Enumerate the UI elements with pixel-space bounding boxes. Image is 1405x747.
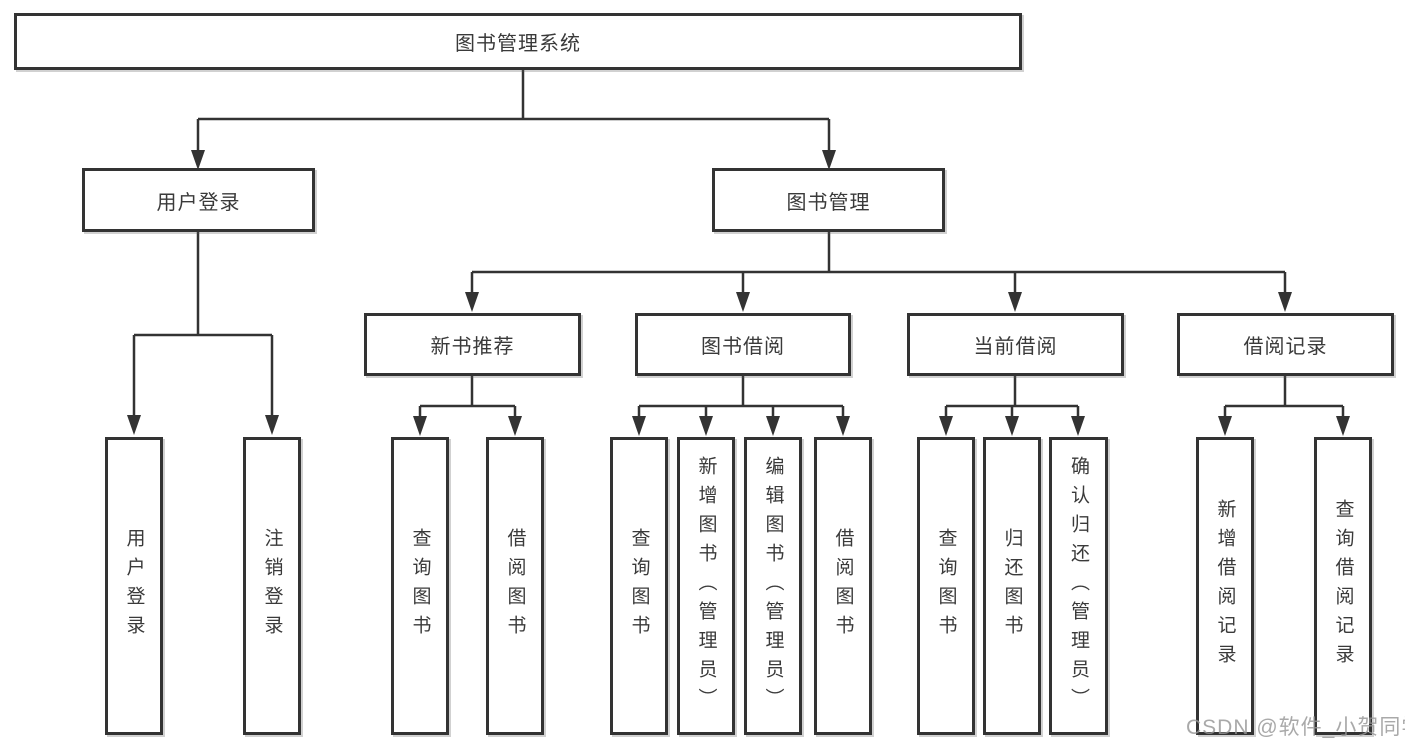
node-label: 归还图书 [1001, 528, 1023, 644]
node-leaf-edit-book-admin: 编辑图书（管理员） [744, 437, 802, 735]
arrow-down-icon [1071, 416, 1085, 436]
node-label: 查询借阅记录 [1332, 499, 1354, 673]
arrow-down-icon [836, 416, 850, 436]
node-leaf-query-books-borrow: 查询图书 [610, 437, 668, 735]
node-label: 借阅图书 [832, 528, 854, 644]
node-leaf-borrow-books: 借阅图书 [814, 437, 872, 735]
connector-newbook-to-leaves [418, 376, 517, 418]
node-label: 新增图书（管理员） [695, 455, 717, 717]
node-label: 借阅记录 [1243, 336, 1328, 358]
node-leaf-borrow-books-recommend: 借阅图书 [486, 437, 544, 735]
node-leaf-logout: 注销登录 [243, 437, 301, 735]
node-leaf-user-login: 用户登录 [105, 437, 163, 735]
node-label: 编辑图书（管理员） [762, 455, 784, 717]
connector-root-to-level2 [196, 70, 831, 152]
node-current-borrowing: 当前借阅 [907, 313, 1124, 376]
arrow-down-icon [1278, 292, 1292, 312]
arrow-down-icon [265, 415, 279, 435]
arrow-down-icon [766, 416, 780, 436]
node-label: 查询图书 [935, 528, 957, 644]
connector-bookborrow-to-leaves [637, 376, 845, 418]
node-label: 用户登录 [123, 528, 145, 644]
arrow-down-icon [1008, 292, 1022, 312]
node-label: 新增借阅记录 [1214, 499, 1236, 673]
node-library-management-system: 图书管理系统 [14, 13, 1022, 70]
node-leaf-add-book-admin: 新增图书（管理员） [677, 437, 735, 735]
arrow-down-icon [508, 416, 522, 436]
node-label: 查询图书 [409, 528, 431, 644]
arrow-down-icon [822, 150, 836, 170]
node-user-login-module: 用户登录 [82, 168, 315, 232]
node-borrowing-records: 借阅记录 [1177, 313, 1394, 376]
node-label: 图书管理系统 [455, 33, 581, 55]
node-leaf-query-books-recommend: 查询图书 [391, 437, 449, 735]
node-label: 图书管理 [786, 191, 871, 214]
connector-bookmgmt-to-level3 [470, 232, 1287, 294]
node-label: 当前借阅 [973, 336, 1058, 358]
connector-borrowrecord-to-leaves [1223, 376, 1345, 418]
connector-userlogin-to-leaves [132, 232, 274, 417]
arrow-down-icon [736, 292, 750, 312]
node-leaf-query-borrow-record: 查询借阅记录 [1314, 437, 1372, 735]
arrow-down-icon [939, 416, 953, 436]
arrow-down-icon [465, 292, 479, 312]
arrow-down-icon [1336, 416, 1350, 436]
arrow-down-icon [1005, 416, 1019, 436]
node-leaf-query-books-current: 查询图书 [917, 437, 975, 735]
node-label: 用户登录 [156, 191, 241, 214]
arrow-down-icon [191, 150, 205, 170]
node-leaf-confirm-return-admin: 确认归还（管理员） [1049, 437, 1108, 735]
node-label: 新书推荐 [430, 336, 515, 358]
arrow-down-icon [127, 415, 141, 435]
node-book-borrowing: 图书借阅 [635, 313, 851, 376]
node-leaf-return-book: 归还图书 [983, 437, 1041, 735]
node-label: 查询图书 [628, 528, 650, 644]
node-new-book-recommend: 新书推荐 [364, 313, 581, 376]
arrow-down-icon [1218, 416, 1232, 436]
connector-currentborrow-to-leaves [944, 376, 1080, 418]
csdn-watermark: CSDN @软件_小贺同学 [1186, 716, 1405, 739]
node-leaf-add-borrow-record: 新增借阅记录 [1196, 437, 1254, 735]
arrow-down-icon [699, 416, 713, 436]
node-label: 注销登录 [261, 528, 283, 644]
arrow-down-icon [413, 416, 427, 436]
node-label: 借阅图书 [504, 528, 526, 644]
node-book-management-module: 图书管理 [712, 168, 945, 232]
node-label: 图书借阅 [701, 336, 785, 358]
arrow-down-icon [632, 416, 646, 436]
node-label: 确认归还（管理员） [1068, 455, 1089, 717]
